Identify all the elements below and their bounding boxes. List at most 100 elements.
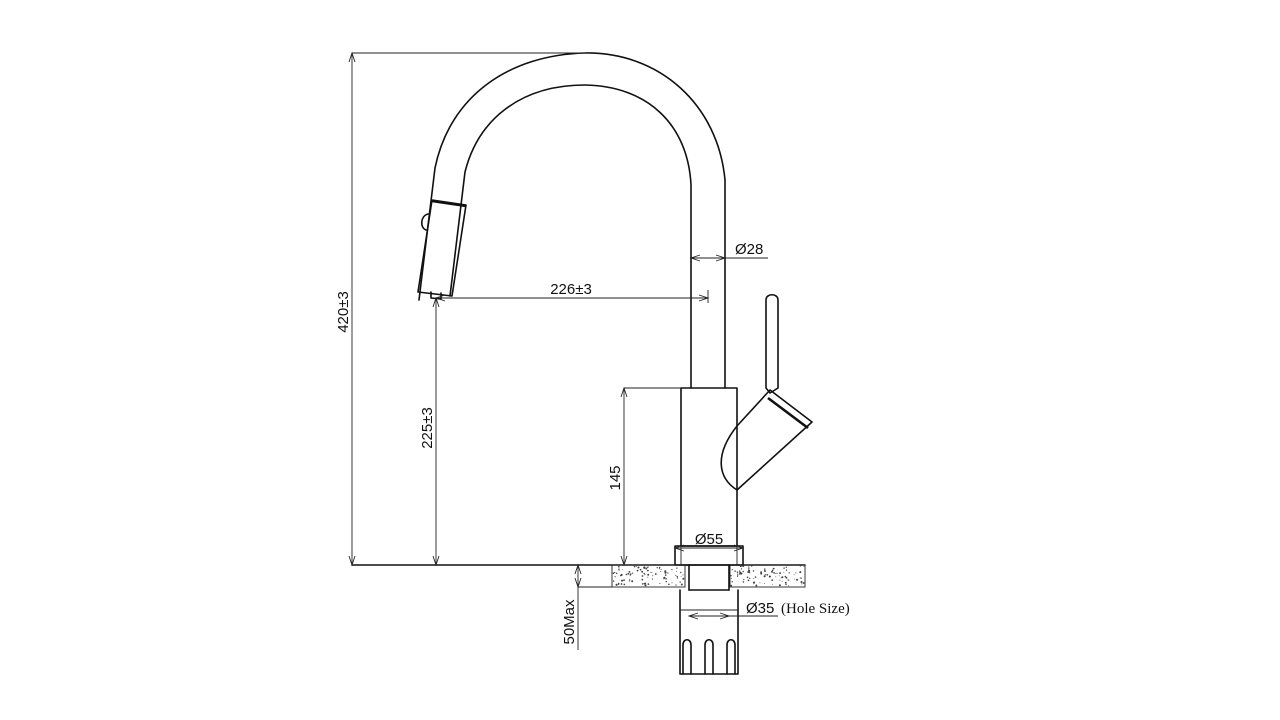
- countertop-speck: [752, 581, 756, 584]
- countertop-section-left: [611, 564, 686, 588]
- countertop-speck: [623, 583, 626, 586]
- spout-inner-curve: [449, 84, 692, 389]
- countertop-speck: [645, 567, 648, 570]
- countertop-speck: [799, 565, 801, 567]
- countertop-speck: [760, 572, 763, 575]
- countertop-speck: [781, 576, 784, 579]
- countertop-speck: [747, 579, 750, 582]
- countertop-speck: [737, 574, 739, 576]
- countertop-speck: [742, 565, 745, 568]
- handle-cap-band: [767, 396, 809, 430]
- countertop-speck: [737, 572, 738, 574]
- countertop-speck: [612, 580, 615, 582]
- countertop-speck: [643, 566, 646, 569]
- countertop-speck: [665, 578, 667, 580]
- countertop-speck: [763, 570, 766, 572]
- countertop-speck: [647, 583, 650, 585]
- countertop-speck: [618, 583, 620, 586]
- countertop-speck: [793, 578, 795, 580]
- countertop-speck: [660, 571, 662, 573]
- countertop-speck: [780, 577, 782, 579]
- countertop-speck: [633, 565, 636, 568]
- countertop-speck: [647, 569, 649, 572]
- countertop-speck: [664, 574, 667, 576]
- handle-lever: [765, 293, 779, 394]
- base-flange: [674, 545, 744, 566]
- handle-body: [720, 389, 813, 491]
- countertop-speck: [737, 575, 739, 577]
- countertop-speck: [800, 577, 802, 579]
- countertop-speck: [676, 567, 678, 569]
- countertop-speck: [771, 570, 773, 573]
- countertop-speck: [658, 568, 660, 570]
- countertop-speck: [788, 585, 789, 587]
- countertop-speck: [738, 570, 741, 572]
- countertop-speck: [618, 568, 620, 571]
- countertop-speck: [787, 579, 789, 581]
- hole-diameter-label: Ø35: [746, 600, 774, 617]
- countertop-speck: [754, 576, 757, 578]
- countertop-speck: [748, 567, 750, 570]
- countertop-speck: [641, 583, 644, 585]
- countertop-speck: [743, 578, 745, 581]
- countertop-speck: [668, 583, 670, 586]
- countertop-speck: [636, 569, 639, 572]
- countertop-speck: [650, 571, 651, 573]
- countertop-speck: [665, 580, 668, 583]
- countertop-speck: [800, 580, 803, 584]
- countertop-speck: [801, 583, 803, 585]
- hose-middle: [704, 638, 714, 675]
- countertop-speck: [776, 572, 778, 575]
- countertop-speck: [679, 581, 681, 583]
- countertop-speck: [788, 572, 790, 574]
- countertop-speck: [793, 574, 795, 576]
- countertop-speck: [771, 569, 774, 572]
- countertop-speck: [772, 583, 774, 585]
- countertop-speck: [750, 565, 753, 567]
- countertop-speck: [614, 576, 616, 578]
- countertop-speck: [759, 582, 761, 584]
- countertop-speck: [667, 572, 669, 574]
- mounting-nut: [679, 589, 739, 675]
- countertop-speck: [775, 576, 777, 578]
- countertop-hatching: [612, 565, 805, 587]
- countertop-speck: [795, 572, 797, 574]
- countertop-speck: [629, 578, 631, 580]
- countertop-speck: [749, 577, 751, 579]
- countertop-speck: [730, 584, 733, 587]
- countertop-speck: [746, 576, 749, 579]
- countertop-speck: [773, 572, 775, 574]
- countertop-speck: [676, 577, 679, 579]
- countertop-speck: [785, 569, 788, 571]
- countertop-speck: [752, 570, 755, 572]
- countertop-speck: [736, 571, 739, 573]
- countertop-speck: [760, 571, 763, 574]
- countertop-speck: [623, 579, 625, 581]
- countertop-speck: [779, 572, 782, 575]
- countertop-speck: [647, 566, 649, 568]
- countertop-speck: [631, 580, 634, 583]
- countertop-speck: [618, 569, 620, 571]
- dimension-spout-diameter: Ø28: [689, 241, 768, 262]
- countertop-speck: [618, 566, 620, 568]
- countertop-speck: [784, 575, 787, 578]
- spray-button-icon: [420, 213, 429, 231]
- countertop-speck: [617, 582, 620, 585]
- countertop-speck: [641, 578, 644, 581]
- countertop-speck: [796, 578, 799, 581]
- dimension-body-height: 145: [607, 386, 681, 567]
- dimension-hole-diameter: Ø35 (Hole Size): [687, 600, 850, 620]
- deck-thickness-label: 50Max: [561, 599, 578, 645]
- countertop-speck: [647, 576, 649, 578]
- countertop-speck: [739, 571, 742, 574]
- countertop-speck: [612, 572, 615, 575]
- countertop-speck: [755, 584, 758, 587]
- countertop-speck: [734, 570, 736, 572]
- countertop-speck: [803, 565, 805, 567]
- countertop-speck: [620, 583, 623, 585]
- countertop-speck: [748, 566, 750, 568]
- countertop-speck: [682, 574, 684, 576]
- mounting-shank: [679, 564, 739, 675]
- countertop-speck: [641, 575, 644, 577]
